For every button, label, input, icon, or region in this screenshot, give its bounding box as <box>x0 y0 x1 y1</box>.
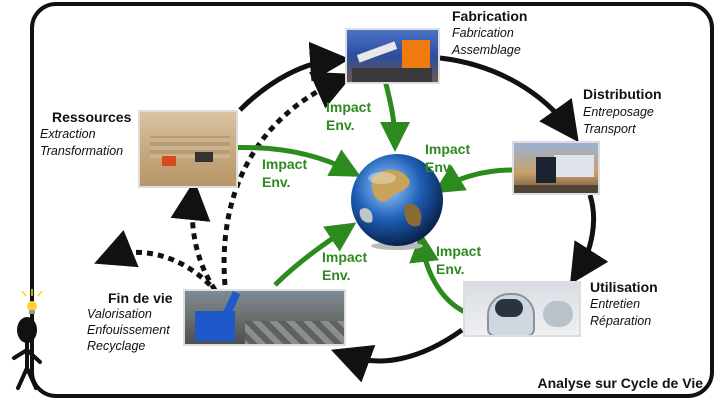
thinking-figure-icon <box>12 289 43 390</box>
distribution-title: Distribution <box>583 86 662 102</box>
utilisation-title: Utilisation <box>590 279 658 295</box>
utilisation-photo <box>463 281 581 337</box>
cycle-arrow-distribution-utilisation <box>569 194 609 285</box>
dashed-arrow-out <box>94 230 212 287</box>
distribution-photo <box>512 141 600 195</box>
utilisation-item-2: Réparation <box>590 314 652 328</box>
ressources-photo <box>138 110 238 188</box>
impact-arrow-ressources <box>224 145 361 177</box>
ressources-title: Ressources <box>52 109 132 125</box>
fin-de-vie-item-1: Valorisation <box>87 307 152 321</box>
cycle-arrow-utilisation-findevie <box>330 327 464 383</box>
impact-arrow-utilisation <box>409 232 467 315</box>
ressources-item-1: Extraction <box>40 127 96 141</box>
fabrication-item-1: Fabrication <box>452 26 514 40</box>
dashed-arrow-to-ressources <box>170 180 218 292</box>
distribution-item-2: Transport <box>583 122 636 136</box>
fin-de-vie-item-3: Recyclage <box>87 339 146 353</box>
utilisation-item-1: Entretien <box>590 297 641 311</box>
impact-arrow-fabrication <box>379 79 410 152</box>
fabrication-item-2: Assemblage <box>452 43 521 57</box>
fin-de-vie-photo <box>183 289 346 346</box>
fin-de-vie-title: Fin de vie <box>108 290 173 306</box>
earth-globe-icon <box>351 154 443 250</box>
fabrication-photo <box>345 28 440 84</box>
cycle-arrow-ressources-fabrication <box>238 41 350 112</box>
cycle-arrow-fabrication-distribution <box>439 55 579 143</box>
impact-arrow-distribution <box>433 164 513 194</box>
impact-arrow-findevie <box>273 222 357 287</box>
distribution-item-1: Entreposage <box>583 105 654 119</box>
diagram-caption: Analyse sur Cycle de Vie <box>537 375 704 391</box>
dashed-arrow-to-fabrication <box>221 71 354 286</box>
fin-de-vie-item-2: Enfouissement <box>87 323 170 337</box>
fabrication-title: Fabrication <box>452 8 528 24</box>
ressources-item-2: Transformation <box>40 144 124 158</box>
